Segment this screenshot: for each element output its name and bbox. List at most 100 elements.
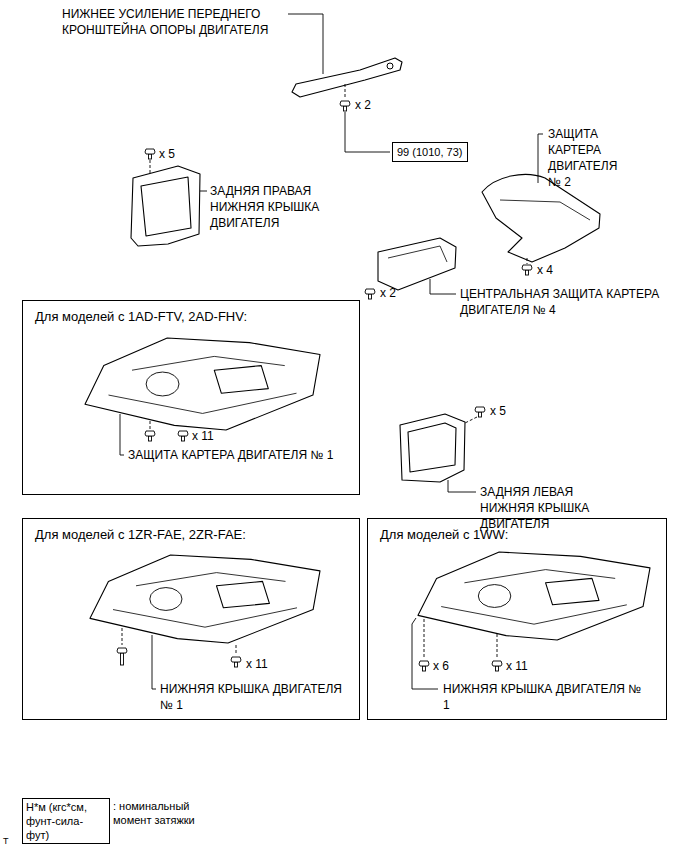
bolt-shank <box>182 436 185 441</box>
cover-rib <box>132 356 285 370</box>
label-holder: T <box>3 836 9 847</box>
reinforcement-drawing <box>292 58 402 97</box>
bolt-head <box>522 265 532 270</box>
bolt-count: x 11 <box>192 428 214 444</box>
leader-line <box>538 134 543 183</box>
label-holder: НИЖНЯЯ КРЫШКА ДВИГАТЕЛЯ № 1 <box>443 681 643 713</box>
leader-line <box>120 414 124 455</box>
bolt-shank <box>423 666 426 671</box>
part-name: ЗАДНЯЯ ПРАВАЯ НИЖНЯЯ КРЫШКА ДВИГАТЕЛЯ <box>210 183 325 231</box>
bolt-icon <box>117 648 127 665</box>
bolt-axis <box>527 258 528 264</box>
bolt-axis <box>497 634 498 659</box>
cover-panel <box>214 366 268 394</box>
model-variant-frame: Для моделей с 1AD-FTV, 2AD-FHV: <box>22 300 360 495</box>
bolt-icon <box>178 431 188 441</box>
label-holder: : номинальный момент затяжки <box>113 799 208 827</box>
bolt-axis <box>150 160 151 174</box>
bolt-shank <box>235 662 238 667</box>
label-holder: ЦЕНТРАЛЬНАЯ ЗАЩИТА КАРТЕРА ДВИГАТЕЛЯ № 4 <box>460 286 678 318</box>
bolt-head <box>340 101 350 106</box>
label-holder: x 11 <box>192 428 214 444</box>
cover-hole <box>150 588 182 611</box>
bolt-head <box>419 661 429 666</box>
label-holder: x 11 <box>506 658 528 674</box>
bolt-icon <box>492 661 502 671</box>
bolt-count: x 6 <box>433 658 449 674</box>
bolt-head <box>145 149 155 154</box>
bolt-axis <box>345 84 346 98</box>
cover-hole <box>146 372 179 396</box>
bar-hole <box>387 63 393 69</box>
unit-key-box: Н*м (кгс*см, фунт-сила-фут) <box>22 798 110 844</box>
bolt-head <box>475 407 485 412</box>
rear-right-cover-drawing <box>131 166 200 246</box>
protection-2-drawing <box>482 174 600 262</box>
bolt-count: x 2 <box>380 285 396 301</box>
bolt-icon <box>145 149 155 159</box>
bolt-axis <box>465 417 477 423</box>
bolt-shank <box>149 154 152 159</box>
bolt-count: x 11 <box>246 656 268 672</box>
cover-rib <box>464 570 615 583</box>
bolt-count: x 5 <box>159 146 175 162</box>
part-name: ЗАДНЯЯ ЛЕВАЯ НИЖНЯЯ КРЫШКА ДВИГАТЕЛЯ <box>480 484 600 532</box>
label-holder: НИЖНЯЯ КРЫШКА ДВИГАТЕЛЯ № 1 <box>160 681 356 713</box>
part-name: ЦЕНТРАЛЬНАЯ ЗАЩИТА КАРТЕРА ДВИГАТЕЛЯ № 4 <box>460 286 678 318</box>
bolt-axis <box>122 628 123 645</box>
leader-line <box>288 14 323 74</box>
bolt-head <box>117 648 127 653</box>
cover-hole <box>478 585 510 608</box>
bolt-head <box>231 657 241 662</box>
cover-panel <box>217 581 270 607</box>
bolt-icon <box>522 265 532 275</box>
bolt-head <box>145 431 155 436</box>
label-holder: x 5 <box>159 146 175 162</box>
bolt-count: x 4 <box>537 262 553 278</box>
label-holder: ЗАЩИТА КАРТЕРА ДВИГАТЕЛЯ № 1 <box>128 447 343 463</box>
unit-key: Н*м (кгс*см, фунт-сила-фут) <box>26 800 106 842</box>
cover-rib <box>441 605 627 624</box>
page-mark: T <box>3 836 9 847</box>
label-holder: x 11 <box>246 656 268 672</box>
leader-line <box>430 279 456 294</box>
bolt-shank <box>344 106 347 111</box>
bolt-axis <box>150 421 151 429</box>
leader-line <box>345 112 390 152</box>
leader-line <box>448 480 476 492</box>
cover-rib <box>113 608 297 627</box>
cover-rib <box>136 573 286 586</box>
unit-description: : номинальный момент затяжки <box>113 799 208 827</box>
leader-line <box>152 635 156 689</box>
part-name: НИЖНЯЯ КРЫШКА ДВИГАТЕЛЯ № 1 <box>443 681 643 713</box>
cover-rib <box>500 200 590 220</box>
part-name: НИЖНЯЯ КРЫШКА ДВИГАТЕЛЯ № 1 <box>160 681 356 713</box>
bolt-icon <box>231 657 241 667</box>
rear-left-cover-drawing <box>400 414 465 482</box>
cover-panel <box>546 578 599 604</box>
bolt-head <box>365 289 375 294</box>
bolt-count: x 11 <box>506 658 528 674</box>
bolt-head <box>492 661 502 666</box>
frame-heading: Для моделей с 1ZR-FAE, 2ZR-FAE: <box>35 527 347 543</box>
label-holder: x 5 <box>490 403 506 419</box>
leader-line <box>412 618 438 689</box>
cover-rib <box>109 393 297 413</box>
engine-under-cover-drawing <box>90 555 320 643</box>
cover-panel <box>408 423 456 472</box>
bolt-icon <box>419 661 429 671</box>
bolt-count: x 5 <box>490 403 506 419</box>
bolt-axis <box>424 619 425 659</box>
part-name: НИЖНЕЕ УСИЛЕНИЕ ПЕРЕДНЕГО КРОНШТЕЙНА ОПО… <box>62 6 297 38</box>
bolt-icon <box>145 431 155 441</box>
label-holder: ЗАДНЯЯ ЛЕВАЯ НИЖНЯЯ КРЫШКА ДВИГАТЕЛЯ <box>480 484 600 532</box>
bolt-shank <box>369 294 372 299</box>
bolt-icon <box>475 407 485 417</box>
frame-heading: Для моделей с 1AD-FTV, 2AD-FHV: <box>35 309 347 325</box>
bolt-shank <box>496 666 499 671</box>
torque-value: 99 (1010, 73) <box>397 145 463 159</box>
bolt-shank <box>121 653 124 665</box>
label-holder: x 2 <box>355 97 371 113</box>
cover-rib <box>388 246 447 262</box>
